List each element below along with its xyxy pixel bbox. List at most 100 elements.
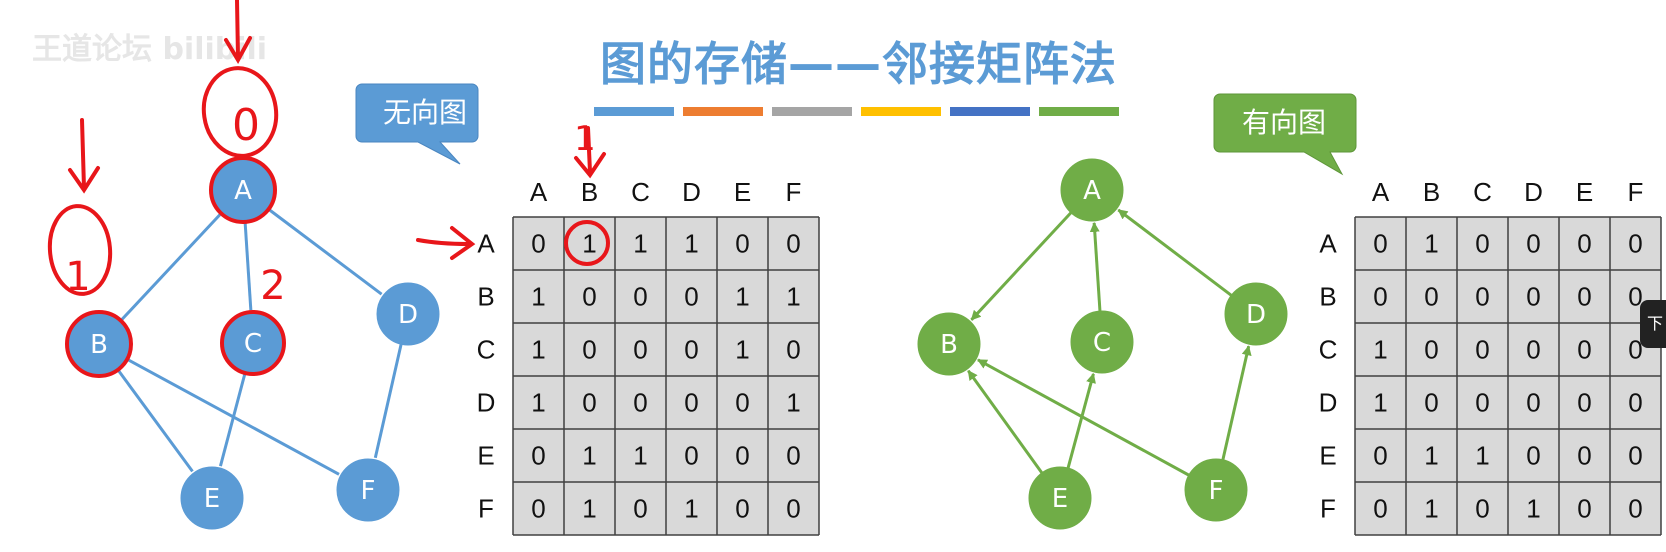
edge-c-e <box>218 372 247 467</box>
edge-a-b <box>120 211 223 321</box>
matrix-cell: 1 <box>684 494 698 524</box>
node-circle <box>1070 310 1134 374</box>
matrix-cell: 0 <box>684 441 698 471</box>
matrix-col-header: D <box>1524 177 1543 207</box>
edge-f-b <box>977 358 1190 477</box>
node-label: A <box>1083 176 1101 206</box>
title-underline-segment <box>950 107 1030 116</box>
node-label: E <box>1052 484 1068 514</box>
matrix-cell: 0 <box>531 441 545 471</box>
matrix-cell: 1 <box>735 282 749 312</box>
matrix-cell: 1 <box>735 335 749 365</box>
node-f: F <box>1184 458 1248 522</box>
matrix-row-header: B <box>1319 282 1336 312</box>
matrix-col-header: F <box>786 177 802 207</box>
matrix-row-header: E <box>477 441 494 471</box>
matrix-cell: 0 <box>1526 388 1540 418</box>
matrix-cell: 0 <box>786 494 800 524</box>
annotation-matrix-mark: 1 <box>574 119 596 159</box>
matrix-row-header: D <box>477 388 496 418</box>
matrix-cell: 0 <box>633 494 647 524</box>
matrix-cell: 0 <box>1577 388 1591 418</box>
edge-d-a <box>1117 208 1233 297</box>
matrix-row-header: A <box>1319 229 1337 259</box>
matrix-cell: 0 <box>735 441 749 471</box>
node-circle <box>336 458 400 522</box>
matrix-cell: 0 <box>786 335 800 365</box>
matrix-cell: 0 <box>531 229 545 259</box>
matrix-cell: 0 <box>1526 282 1540 312</box>
matrix-cell: 0 <box>1526 335 1540 365</box>
matrix-cell: 1 <box>531 282 545 312</box>
edge-a-c <box>243 220 253 311</box>
matrix-row-header: F <box>478 494 494 524</box>
node-e: E <box>1028 466 1092 530</box>
matrix-row-header: E <box>1319 441 1336 471</box>
matrix-cell: 0 <box>1475 494 1489 524</box>
edge-d-f <box>373 343 403 459</box>
matrix-cell: 0 <box>684 388 698 418</box>
edge-a-d <box>266 207 383 296</box>
matrix-cell: 1 <box>1424 441 1438 471</box>
page-title: 图的存储——邻接矩阵法 <box>600 37 1117 91</box>
node-circle <box>917 312 981 376</box>
side-panel-tab[interactable]: 下 <box>1640 300 1666 348</box>
matrix-cell: 0 <box>582 335 596 365</box>
edge-c-a <box>1089 221 1102 312</box>
matrix-col-header: F <box>1628 177 1644 207</box>
matrix-cell: 0 <box>1475 388 1489 418</box>
matrix-cell: 0 <box>1373 229 1387 259</box>
node-label: F <box>361 476 376 506</box>
node-label: A <box>234 176 252 206</box>
matrix-cell: 0 <box>1526 229 1540 259</box>
matrix-col-header: E <box>734 177 751 207</box>
matrix-col-header: C <box>631 177 650 207</box>
undirected-label-callout: 无向图 <box>355 83 479 165</box>
matrix-cell: 1 <box>1424 494 1438 524</box>
node-label: F <box>1209 476 1224 506</box>
matrix-cell: 1 <box>582 229 596 259</box>
matrix-row-header: C <box>1319 335 1338 365</box>
matrix-cell: 0 <box>1577 282 1591 312</box>
matrix-cell: 1 <box>1373 335 1387 365</box>
node-b: B <box>917 312 981 376</box>
node-f: F <box>336 458 400 522</box>
matrix-cell: 0 <box>1424 335 1438 365</box>
matrix-cell: 1 <box>531 388 545 418</box>
matrix-cell: 0 <box>633 282 647 312</box>
matrix-cell: 0 <box>735 388 749 418</box>
matrix-cell: 1 <box>582 441 596 471</box>
matrix-cell: 1 <box>1424 229 1438 259</box>
node-label: B <box>90 330 108 360</box>
matrix-cell: 1 <box>786 282 800 312</box>
matrix-cell: 0 <box>735 229 749 259</box>
matrix-cell: 0 <box>1577 494 1591 524</box>
matrix-col-header: D <box>682 177 701 207</box>
matrix-cell: 0 <box>1373 494 1387 524</box>
node-e: E <box>180 466 244 530</box>
matrix-col-header: B <box>1423 177 1440 207</box>
matrix-cell: 0 <box>531 494 545 524</box>
matrix-cell: 0 <box>1475 282 1489 312</box>
matrix-cell: 1 <box>1475 441 1489 471</box>
matrix-cell: 0 <box>1424 388 1438 418</box>
matrix-cell: 0 <box>582 388 596 418</box>
matrix-row-header: A <box>477 229 495 259</box>
matrix-cell: 0 <box>1577 229 1591 259</box>
directed-label: 有向图 <box>1242 106 1326 139</box>
node-circle <box>1028 466 1092 530</box>
node-d: D <box>376 282 440 346</box>
matrix-cell: 0 <box>1577 335 1591 365</box>
matrix-cell: 1 <box>633 441 647 471</box>
matrix-cell: 0 <box>1628 494 1642 524</box>
node-circle <box>1060 158 1124 222</box>
node-circle <box>1184 458 1248 522</box>
matrix-col-header: A <box>1372 177 1390 207</box>
node-circle <box>376 282 440 346</box>
matrix-cell: 0 <box>1628 282 1642 312</box>
node-circle <box>1224 282 1288 346</box>
red-annotations <box>47 0 610 378</box>
undirected-label: 无向图 <box>383 96 467 129</box>
